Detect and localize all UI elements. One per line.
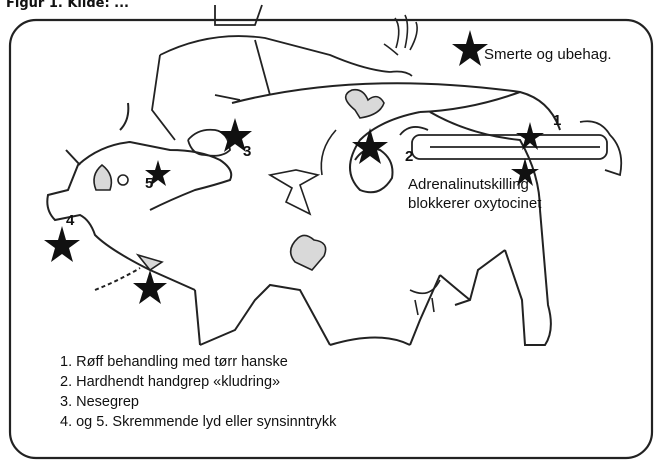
pain-callout: Smerte og ubehag. xyxy=(484,46,612,63)
legend-item-1: 1. Røff behandling med tørr hanske xyxy=(60,352,336,372)
stress-bolt xyxy=(270,170,318,214)
legend-item-4: 4. og 5. Skremmende lyd eller synsinntry… xyxy=(60,412,336,432)
star-4 xyxy=(44,226,80,262)
pain-stars xyxy=(44,30,544,304)
tail-inner xyxy=(321,130,336,175)
star-top-right xyxy=(452,30,488,66)
marker-number-5: 5 xyxy=(145,175,153,192)
hand-right xyxy=(580,121,621,175)
hand-left-on-tube xyxy=(400,127,428,135)
adrenaline-callout-line2: blokkerer oxytocinet xyxy=(408,195,541,212)
star-1 xyxy=(516,122,544,150)
legend-item-3: 3. Nesegrep xyxy=(60,392,336,412)
legend-item-2: 2. Hardhendt handgrep «kludring» xyxy=(60,372,336,392)
neck-chain xyxy=(95,268,140,290)
hatched-shapes xyxy=(94,90,384,270)
cow-outline xyxy=(47,83,560,345)
adrenaline-callout-line1: Adrenalinutskilling xyxy=(408,176,529,193)
marker-number-1: 1 xyxy=(553,112,561,129)
cow-eye xyxy=(118,175,128,185)
person-figure xyxy=(152,5,412,140)
marker-number-4: 4 xyxy=(66,212,74,229)
marker-number-2: 2 xyxy=(405,148,413,165)
marker-number-3: 3 xyxy=(243,143,251,160)
legend: 1. Røff behandling med tørr hanske 2. Ha… xyxy=(60,352,336,432)
